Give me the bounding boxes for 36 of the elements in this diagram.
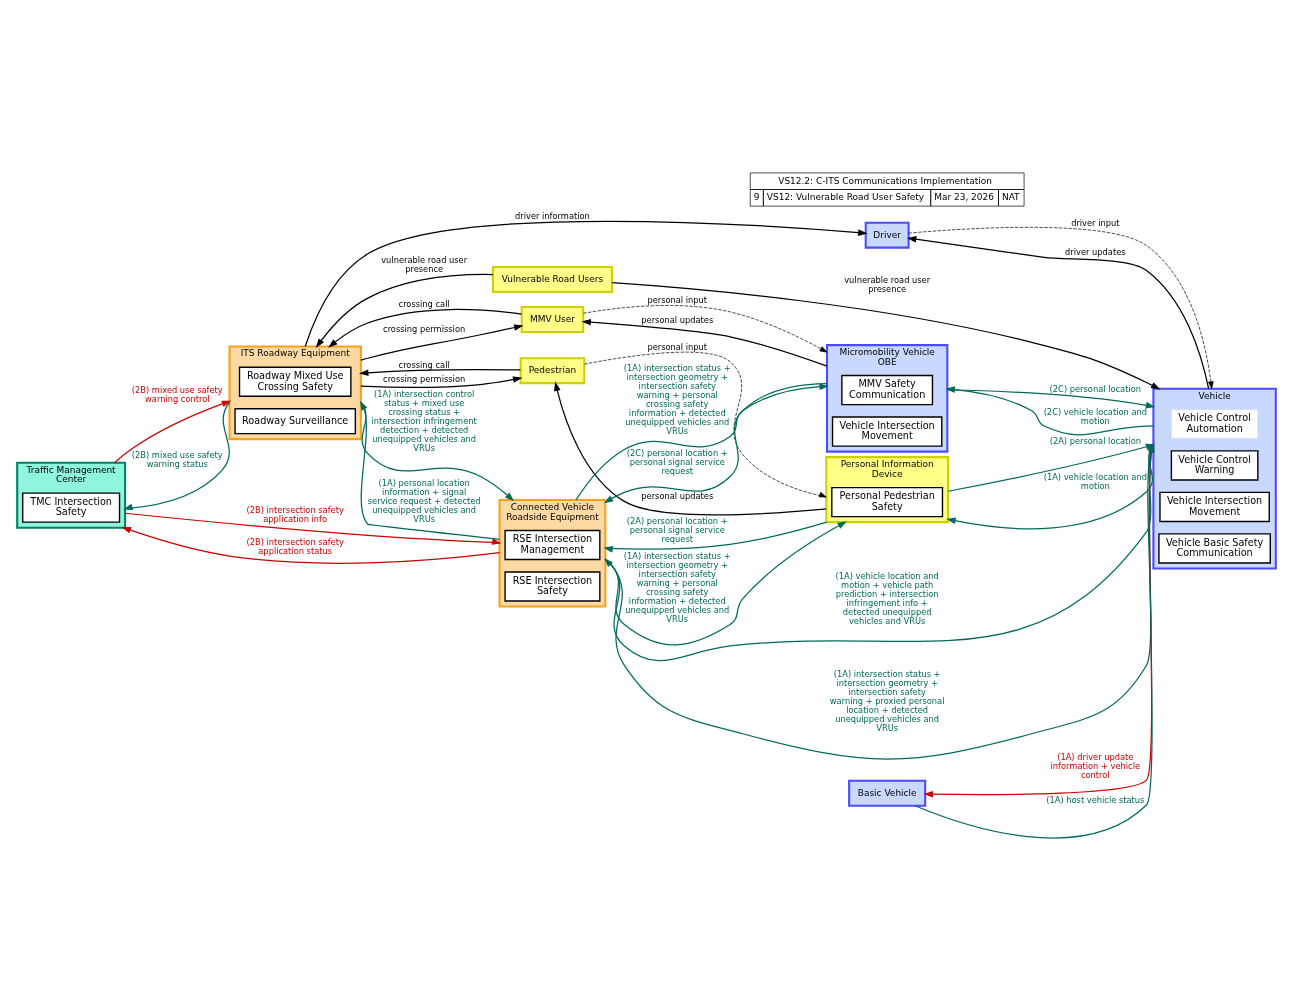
edge-label: crossing call bbox=[398, 298, 450, 309]
edge-label: (1A) personal location information + signal service request + detected unequipped vehicles and VRUs bbox=[367, 477, 481, 524]
edge-label: (1A) intersection status + intersection geometry + intersection safety warning + proxied personal location + detected unequipped vehicles and VRUs bbox=[829, 668, 945, 733]
edge-label: driver updates bbox=[1065, 246, 1126, 257]
edge-label: (2A) personal location + personal signal service request bbox=[626, 515, 728, 544]
label: VS12: Vulnerable Road User Safety bbox=[766, 191, 925, 202]
edge-label: (2C) personal location bbox=[1049, 383, 1142, 394]
edge-label: (1A) intersection status + intersection geometry + intersection safety warning + personal crossing safety information + detected unequipped vehicles and VRUs bbox=[623, 362, 731, 436]
edge-label: (2C) personal location + personal signal service request bbox=[626, 447, 728, 476]
edge-label: crossing permission bbox=[383, 373, 466, 384]
edge-label: driver input bbox=[1071, 217, 1120, 228]
edge-label: (2B) mixed use safety warning status bbox=[131, 449, 223, 469]
edge-label: driver information bbox=[515, 210, 590, 221]
edge-label: personal updates bbox=[641, 490, 714, 501]
edge-label: crossing call bbox=[398, 359, 450, 370]
label: NAT bbox=[1001, 191, 1020, 202]
edge-label: vulnerable road user presence bbox=[381, 254, 468, 274]
label: VS12.2: C-ITS Communications Implementation bbox=[778, 175, 992, 186]
edge-label: crossing permission bbox=[383, 323, 466, 334]
label: 9 bbox=[753, 191, 760, 202]
edge-label: personal input bbox=[647, 294, 708, 305]
edge-label: vulnerable road user presence bbox=[844, 274, 931, 294]
edge-label: (2C) vehicle location and motion bbox=[1043, 406, 1147, 426]
edge-label: (1A) vehicle location and motion bbox=[1043, 471, 1147, 491]
edge-label: (1A) host vehicle status bbox=[1046, 794, 1145, 805]
edge-label: personal updates bbox=[641, 314, 714, 325]
edge-label: (2B) intersection safety application status bbox=[246, 536, 344, 556]
label: Mar 23, 2026 bbox=[934, 191, 995, 202]
edge-label: personal input bbox=[647, 341, 708, 352]
edge-label: (1A) intersection control status + mixed use crossing status + intersection infringement detection + detected unequipped vehicles and VRUs bbox=[371, 388, 477, 453]
edge-label: (1A) vehicle location and motion + vehicle path prediction + intersection infringement info + detected unequipped vehicles and VRUs bbox=[835, 570, 939, 626]
edge-label: (2A) personal location bbox=[1049, 435, 1141, 446]
edge-label: (2B) intersection safety application info bbox=[246, 504, 344, 524]
edge-label: (1A) driver update information + vehicle control bbox=[1050, 751, 1141, 780]
edge-label: (1A) intersection status + intersection geometry + intersection safety warning + personal crossing safety information + detected unequipped vehicles and VRUs bbox=[623, 550, 731, 624]
edge-label: (2B) mixed use safety warning control bbox=[131, 384, 223, 404]
